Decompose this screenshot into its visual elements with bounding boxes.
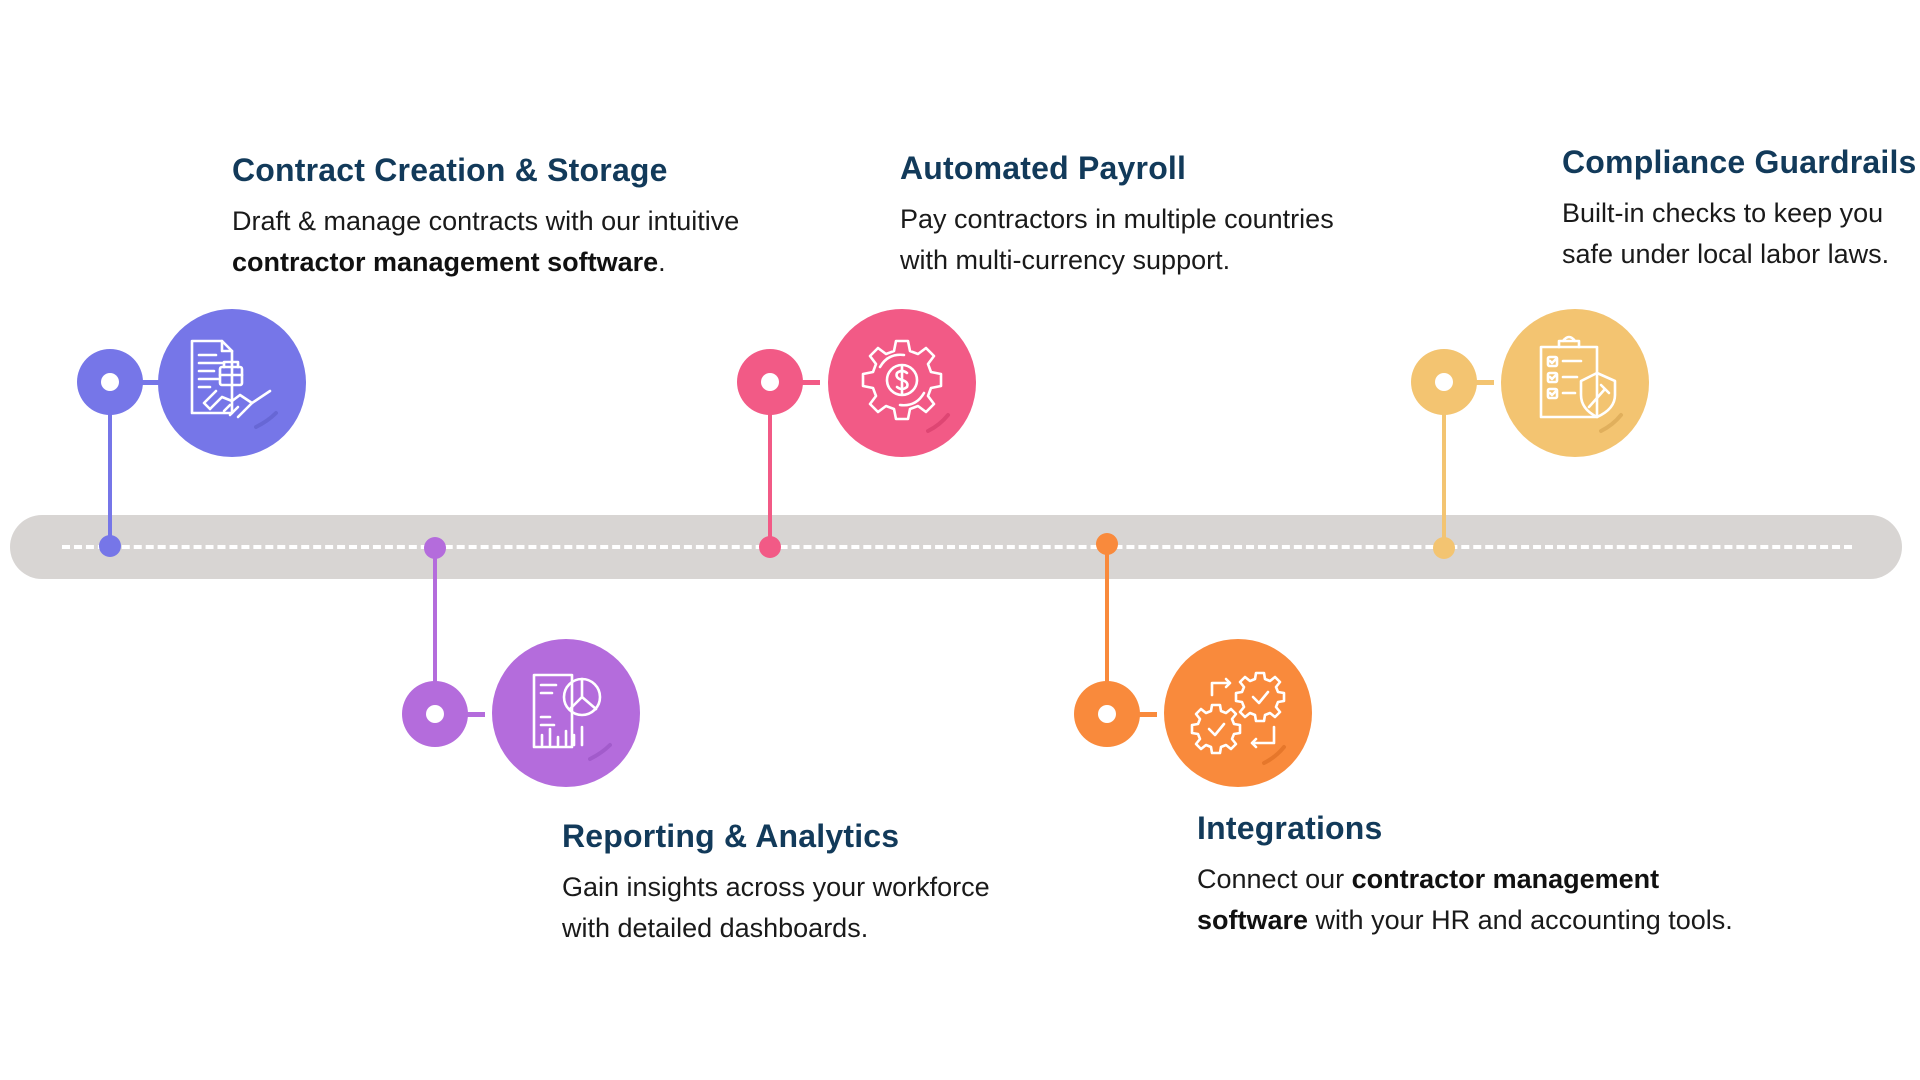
integrations-stem [1105, 545, 1109, 715]
integrations-title: Integrations [1197, 810, 1383, 846]
integrations-description-bold1: contractor management [1351, 864, 1660, 894]
reporting-track-dot [424, 537, 446, 559]
reporting-pin [402, 681, 468, 747]
integrations-description-line1: Connect our contractor management [1197, 859, 1733, 900]
reporting-description: Gain insights across your workforce with… [562, 867, 990, 949]
reporting-text-block: Reporting & Analytics Gain insights acro… [562, 818, 990, 949]
compliance-circle [1501, 309, 1649, 457]
payroll-description-line2: with multi-currency support. [900, 245, 1231, 275]
timeline-dashed-line [62, 545, 1852, 549]
compliance-title: Compliance Guardrails [1562, 144, 1917, 180]
contract-description: Draft & manage contracts with our intuit… [232, 201, 739, 283]
compliance-description-line2: safe under local labor laws. [1562, 239, 1890, 269]
integrations-text-block: Integrations Connect our contractor mana… [1197, 810, 1733, 941]
compliance-description-line1: Built-in checks to keep you [1562, 198, 1884, 228]
contract-track-dot [99, 535, 121, 557]
contract-connector [140, 380, 160, 385]
reporting-description-line2: with detailed dashboards. [562, 913, 869, 943]
integrations-description-line2: software with your HR and accounting too… [1197, 900, 1733, 941]
integrations-description-start: Connect our [1197, 864, 1352, 894]
reporting-connector [465, 712, 485, 717]
compliance-track-dot [1433, 537, 1455, 559]
compliance-connector [1474, 380, 1494, 385]
payroll-connector [800, 380, 820, 385]
integrations-pin [1074, 681, 1140, 747]
payroll-description-line1: Pay contractors in multiple countries [900, 204, 1334, 234]
compliance-text-block: Compliance Guardrails Built-in checks to… [1562, 144, 1917, 275]
checklist-shield-icon [1539, 335, 1623, 433]
compliance-description: Built-in checks to keep you safe under l… [1562, 193, 1917, 275]
integrations-description-bold2: software [1197, 905, 1309, 935]
reporting-description-line1: Gain insights across your workforce [562, 872, 990, 902]
contract-description-bold: contractor management software [232, 247, 659, 277]
contract-pin [77, 349, 143, 415]
payroll-text-block: Automated Payroll Pay contractors in mul… [900, 150, 1334, 281]
contract-title: Contract Creation & Storage [232, 152, 668, 188]
integrations-track-dot [1096, 533, 1118, 555]
payroll-stem [768, 385, 772, 545]
compliance-pin [1411, 349, 1477, 415]
payroll-title: Automated Payroll [900, 150, 1187, 186]
contract-circle [158, 309, 306, 457]
contract-text-block: Contract Creation & Storage Draft & mana… [232, 152, 739, 283]
report-chart-icon [532, 673, 612, 761]
integrations-connector [1137, 712, 1157, 717]
gear-dollar-icon [861, 339, 950, 433]
reporting-stem [433, 547, 437, 715]
payroll-pin [737, 349, 803, 415]
payroll-description: Pay contractors in multiple countries wi… [900, 199, 1334, 281]
integrations-description-end: with your HR and accounting tools. [1308, 905, 1733, 935]
payroll-track-dot [759, 536, 781, 558]
gears-sync-icon [1190, 671, 1286, 765]
integrations-description: Connect our contractor management softwa… [1197, 859, 1733, 941]
compliance-stem [1442, 385, 1446, 545]
contract-description-end: . [658, 247, 666, 277]
contract-description-line2: contractor management software. [232, 242, 739, 283]
reporting-title: Reporting & Analytics [562, 818, 900, 854]
contract-stem [108, 385, 112, 545]
contract-description-line1: Draft & manage contracts with our intuit… [232, 206, 740, 236]
contract-handshake-icon [190, 339, 278, 429]
integrations-circle [1164, 639, 1312, 787]
payroll-circle [828, 309, 976, 457]
reporting-circle [492, 639, 640, 787]
